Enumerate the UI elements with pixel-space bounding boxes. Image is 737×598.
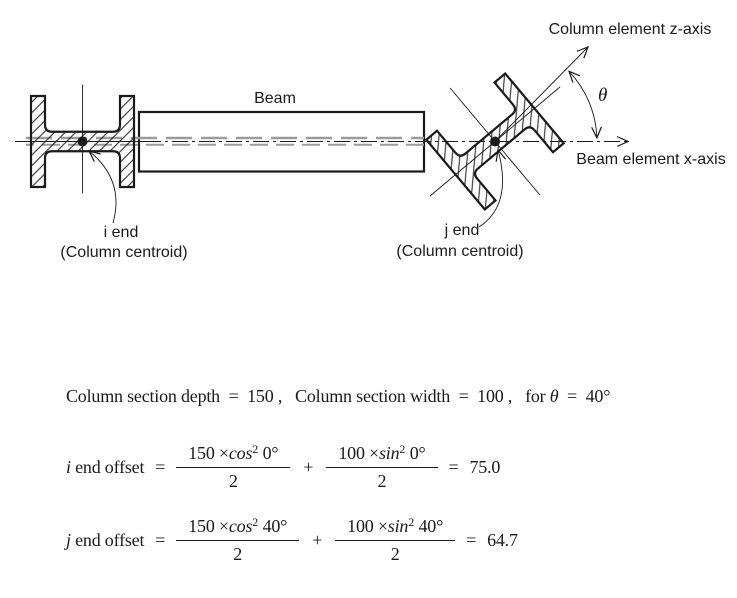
z-axis-arrow xyxy=(494,47,588,142)
equation-lhs: j end offset xyxy=(66,530,145,550)
centroid-dot-j xyxy=(490,136,500,147)
fraction-cos-term: 150 ×cos2 0° 2 xyxy=(176,442,291,492)
equals-sign: = xyxy=(155,530,166,550)
fraction-sin-term: 100 ×sin2 40° 2 xyxy=(335,515,456,565)
equals-sign: = xyxy=(448,457,459,477)
beam-label: Beam xyxy=(254,90,296,107)
given-parameters-line: Column section depth = 150 , Column sect… xyxy=(66,386,610,407)
fraction-sin-term: 100 ×sin2 0° 2 xyxy=(326,442,438,492)
j-end-leader xyxy=(478,150,503,228)
i-end-offset-equation: i end offset = 150 ×cos2 0° 2 + 100 ×sin… xyxy=(66,442,501,492)
z-axis-label: Column element z-axis xyxy=(549,21,712,38)
plus-sign: + xyxy=(312,530,323,550)
i-end-leader xyxy=(89,151,117,224)
j-end-sublabel: (Column centroid) xyxy=(396,243,523,260)
result-value: 64.7 xyxy=(487,530,518,550)
theta-variable: θ xyxy=(549,386,559,406)
i-end-sublabel: (Column centroid) xyxy=(60,244,187,261)
fraction-cos-term: 150 ×cos2 40° 2 xyxy=(176,515,300,565)
equals-sign: = xyxy=(466,530,477,550)
j-end-label: j end xyxy=(444,222,480,239)
j-end-offset-equation: j end offset = 150 ×cos2 40° 2 + 100 ×si… xyxy=(66,515,518,565)
i-end-label: i end xyxy=(104,224,139,241)
result-value: 75.0 xyxy=(469,457,501,477)
equals-sign: = xyxy=(155,457,166,477)
beam-column-diagram: Beam Column element z-axis Beam element … xyxy=(15,21,726,261)
plus-sign: + xyxy=(303,457,314,477)
equation-lhs: i end offset xyxy=(66,457,145,477)
given-text: Column section depth = 150 , Column sect… xyxy=(66,386,550,406)
theta-arc xyxy=(569,71,597,138)
x-axis-label: Beam element x-axis xyxy=(576,151,725,168)
centroid-dot-i xyxy=(77,136,88,147)
given-tail: = 40° xyxy=(558,386,611,406)
theta-symbol: θ xyxy=(598,85,607,106)
